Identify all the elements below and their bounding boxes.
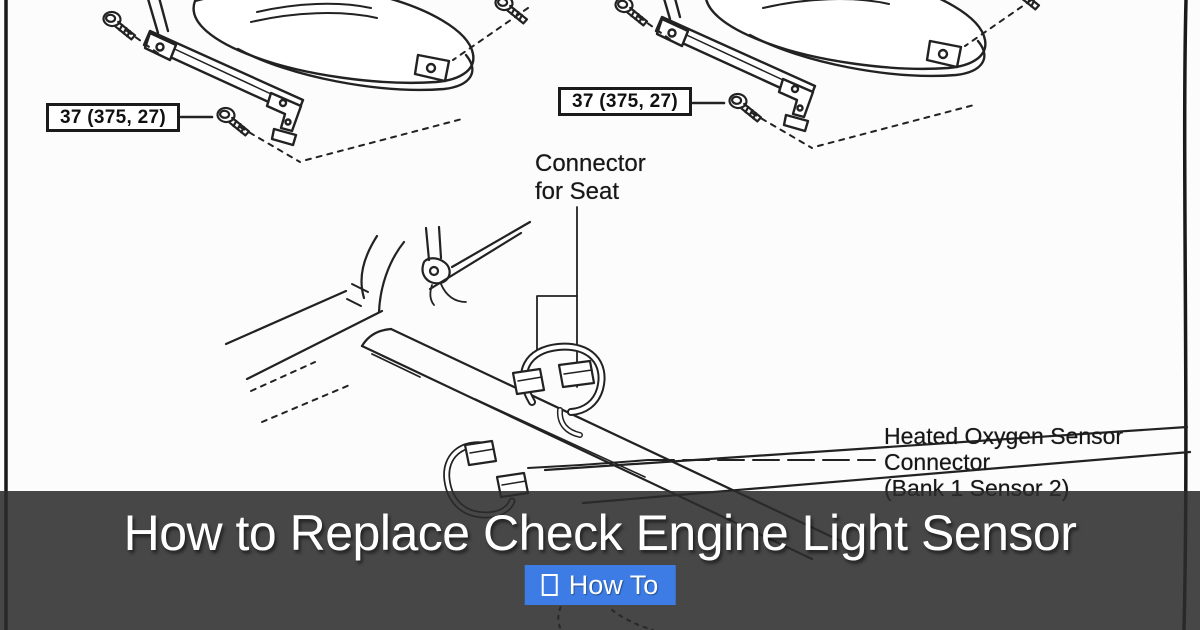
o2-label-line2: Connector: [884, 449, 991, 475]
connector-for-seat-line2: for Seat: [535, 178, 620, 205]
torque-label-right: 37 (375, 27): [558, 87, 692, 116]
o2-label-line1: Heated Oxygen Sensor: [884, 423, 1124, 449]
page-title: How to Replace Check Engine Light Sensor: [123, 505, 1077, 561]
caption-overlay: How to Replace Check Engine Light Sensor…: [0, 491, 1200, 630]
connector-for-seat-line1: Connector: [535, 150, 646, 177]
howto-badge-label: How To: [568, 569, 659, 600]
missing-glyph-icon: [541, 574, 558, 596]
connector-for-seat-label: Connector for Seat: [535, 150, 646, 206]
seat-diagram-left: [101, 0, 530, 162]
torque-label-left: 37 (375, 27): [46, 103, 180, 132]
o2-sensor-connector-label: Heated Oxygen Sensor Connector (Bank 1 S…: [884, 423, 1123, 501]
seat-connector-drawing: [511, 342, 606, 438]
seat-diagram-right: [613, 0, 1042, 148]
howto-badge[interactable]: How To: [524, 565, 676, 605]
